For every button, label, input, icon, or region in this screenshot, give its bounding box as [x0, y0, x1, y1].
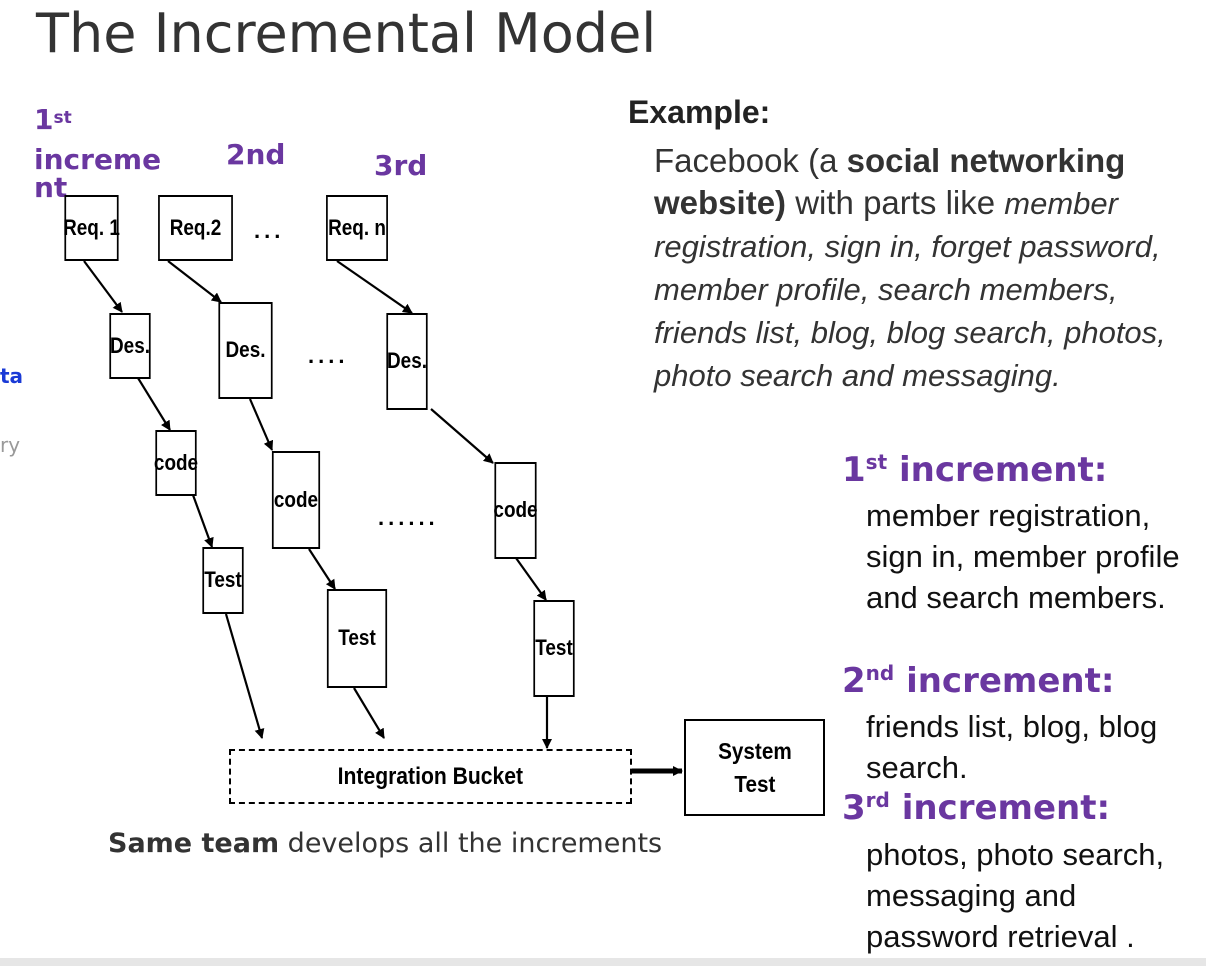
increment-3-heading-suffix: rd — [865, 788, 890, 812]
coden-box: code — [493, 462, 538, 559]
arrow-des1-code1 — [137, 377, 171, 431]
arrow-coden-testn — [515, 557, 547, 601]
arrow-desn-coden — [430, 408, 494, 464]
caption-rest: develops all the increments — [279, 828, 663, 859]
system-test-label: System Test — [717, 738, 792, 797]
increment-3-heading: 3rd increment: — [842, 788, 1110, 828]
increment-1-word: increme nt — [34, 142, 161, 206]
req-dots: ... — [254, 218, 285, 243]
system-test-box: System Test — [684, 719, 825, 816]
req1-box: Req. 1 — [63, 195, 120, 261]
reqn-box: Req. n — [326, 195, 388, 261]
diagram-caption: Same team develops all the increments — [108, 828, 662, 859]
des2-box: Des. — [218, 302, 273, 399]
example-body: Facebook (a social networking website) w… — [654, 140, 1199, 397]
test2-box: Test — [326, 589, 388, 688]
footer-bar — [0, 958, 1206, 966]
increment-1-word-part2: nt — [34, 171, 68, 204]
example-intro-after: with parts like — [786, 184, 1005, 221]
arrow-code1-test1 — [191, 494, 214, 548]
arrow-reqn-desn — [336, 260, 413, 314]
increment-2-heading: 2nd increment: — [842, 661, 1114, 701]
increment-1-word-part1: increme — [34, 143, 162, 176]
edge-fragment-blue: ta — [0, 364, 24, 388]
increment-1-number: 1 — [34, 103, 54, 136]
edge-fragment-gray: ry — [0, 433, 21, 457]
code-dots: ...... — [378, 505, 439, 530]
example-heading: Example: — [628, 94, 771, 130]
integration-bucket: Integration Bucket — [229, 749, 632, 804]
example-italic-list: member registration, sign in, forget pas… — [654, 186, 1166, 393]
arrow-test1-bucket — [224, 613, 265, 739]
increment-2-heading-number: 2 — [842, 661, 866, 701]
example-intro-bold: social networking website) — [654, 142, 1126, 221]
increment-1-heading-suffix: st — [865, 450, 888, 474]
increment-1-heading-number: 1 — [842, 450, 866, 490]
test1-box: Test — [202, 547, 244, 614]
increment-3-heading-label: increment: — [889, 788, 1111, 828]
increment-1-heading-label: increment: — [887, 450, 1108, 490]
example-intro: Facebook (a — [654, 142, 847, 179]
increment-1-description: member registration, sign in, member pro… — [866, 498, 1180, 615]
arrow-test2-bucket — [353, 687, 385, 739]
slide-title: The Incremental Model — [36, 2, 657, 65]
increment-3-description: photos, photo search, messaging and pass… — [866, 837, 1165, 954]
increment-2-description: friends list, blog, blog search. — [866, 709, 1158, 785]
code1-box: code — [154, 430, 198, 496]
increment-3-heading-number: 3 — [842, 788, 866, 828]
desn-box: Des. — [386, 313, 428, 410]
increment-2-label: 2nd — [226, 138, 286, 171]
req2-box: Req.2 — [158, 195, 233, 261]
arrow-req2-des2 — [167, 260, 222, 303]
increment-1-suffix: st — [53, 108, 72, 128]
increment-2-heading-label: increment: — [894, 661, 1115, 701]
des1-box: Des. — [109, 313, 151, 379]
arrow-code2-test2 — [308, 548, 336, 590]
increment-3-label: 3rd — [374, 149, 428, 182]
testn-box: Test — [533, 600, 575, 697]
caption-bold: Same team — [108, 828, 280, 859]
des-dots: .... — [308, 343, 349, 368]
integration-bucket-label: Integration Bucket — [337, 762, 524, 790]
arrow-req1-des1 — [83, 260, 123, 313]
arrow-des2-code2 — [248, 398, 274, 451]
increment-1-label: 1st — [34, 103, 72, 137]
increment-1-heading: 1st increment: — [842, 450, 1107, 490]
code2-box: code — [271, 451, 321, 549]
increment-2-heading-suffix: nd — [865, 661, 895, 685]
